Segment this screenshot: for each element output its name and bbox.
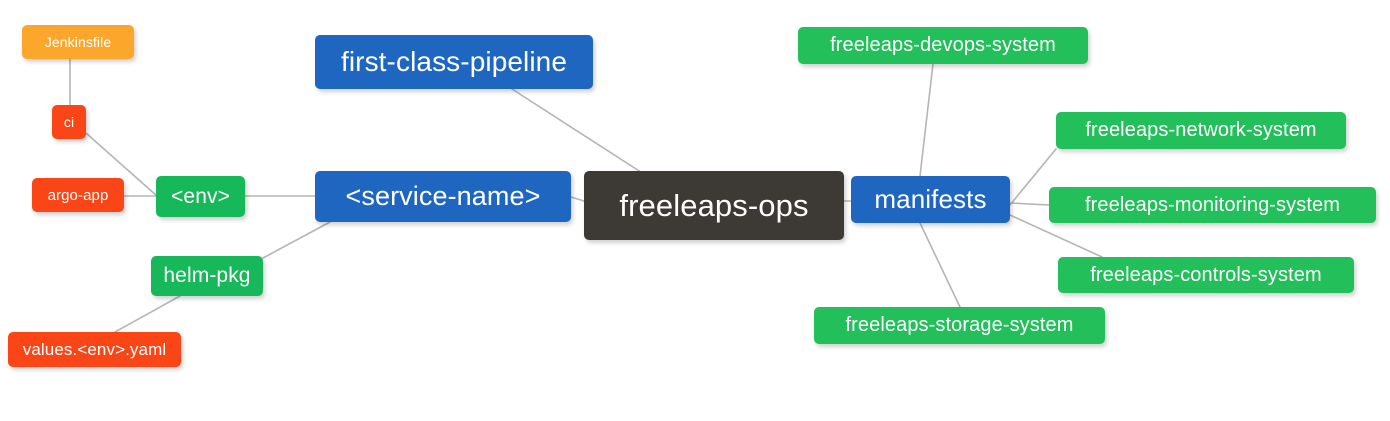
node-argo-app[interactable]: argo-app	[32, 178, 124, 212]
edge-values-yaml-helm-pkg	[114, 295, 181, 333]
node-service-name[interactable]: <service-name>	[315, 171, 571, 222]
node-ci[interactable]: ci	[52, 105, 86, 139]
node-values-env-yaml[interactable]: values.<env>.yaml	[8, 332, 181, 367]
node-jenkinsfile[interactable]: Jenkinsfile	[22, 25, 134, 59]
edge-first-class-pipeline-freeleaps-ops	[511, 88, 651, 179]
edge-helm-pkg-service-name	[262, 221, 331, 259]
node-manifests[interactable]: manifests	[851, 176, 1010, 223]
node-env[interactable]: <env>	[156, 176, 245, 217]
edge-manifests-devops-system	[919, 63, 934, 177]
node-freeleaps-devops-system[interactable]: freeleaps-devops-system	[798, 27, 1088, 64]
node-helm-pkg[interactable]: helm-pkg	[151, 256, 263, 296]
node-freeleaps-network-system[interactable]: freeleaps-network-system	[1056, 112, 1346, 149]
node-first-class-pipeline[interactable]: first-class-pipeline	[315, 35, 593, 89]
edge-service-name-freeleaps-ops	[570, 196, 585, 202]
edge-manifests-storage-system	[919, 222, 961, 308]
node-freeleaps-controls-system[interactable]: freeleaps-controls-system	[1058, 257, 1354, 293]
node-freeleaps-monitoring-system[interactable]: freeleaps-monitoring-system	[1049, 187, 1376, 223]
node-freeleaps-storage-system[interactable]: freeleaps-storage-system	[814, 307, 1105, 344]
edge-manifests-monitoring-system	[1009, 202, 1050, 206]
node-freeleaps-ops[interactable]: freeleaps-ops	[584, 171, 844, 240]
